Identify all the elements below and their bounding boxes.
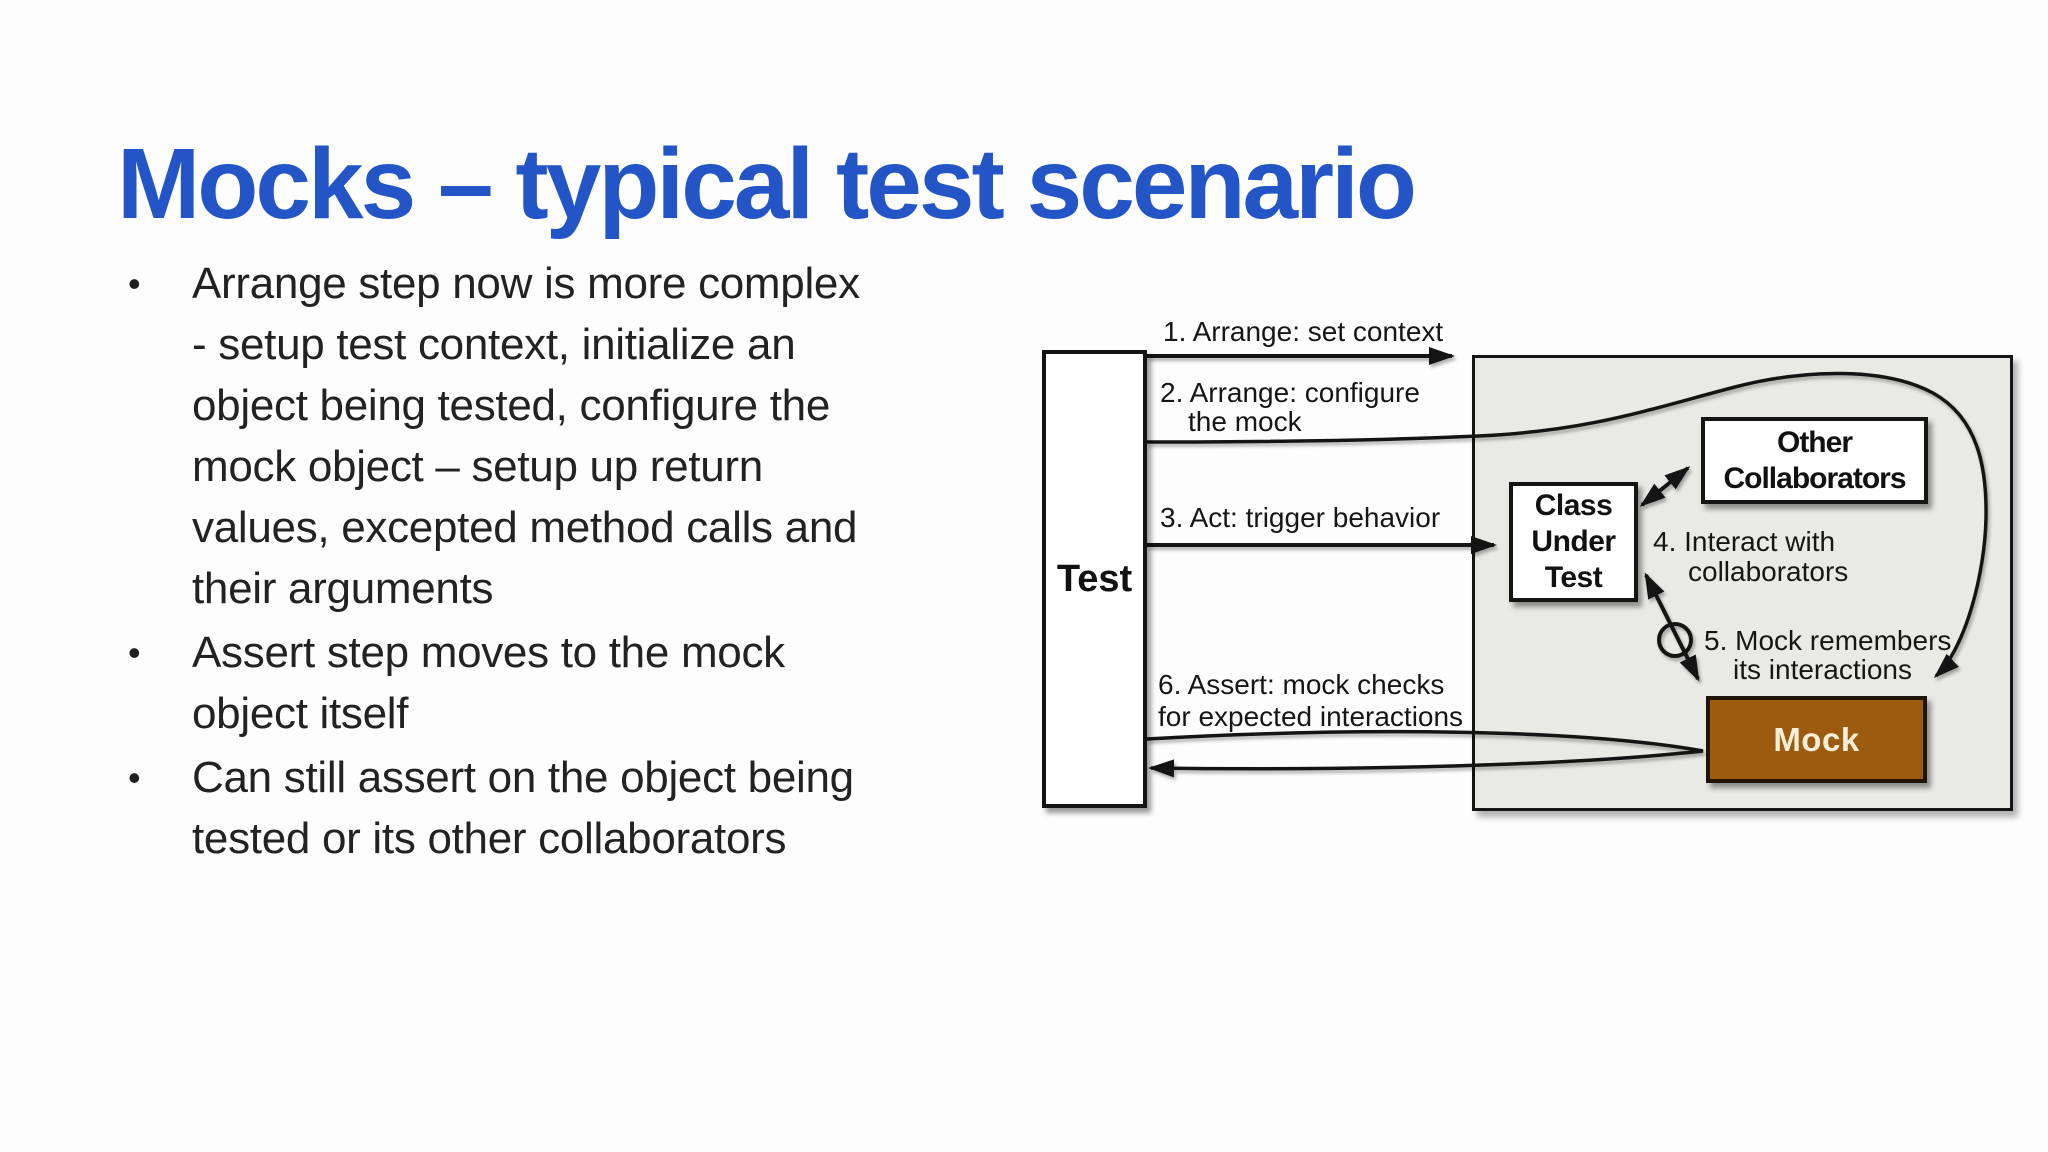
label-step1: 1. Arrange: set context bbox=[1163, 316, 1444, 347]
bullet-dot: • bbox=[128, 263, 141, 304]
page-title: Mocks – typical test scenario bbox=[117, 128, 1417, 240]
bullet-item: • Can still assert on the object being t… bbox=[128, 747, 1028, 869]
cut-label-line: Class bbox=[1534, 489, 1613, 522]
bullet-dot: • bbox=[128, 757, 141, 798]
bullet-item: • Assert step moves to the mock object i… bbox=[128, 622, 1028, 744]
class-under-test-box: Class Under Test bbox=[1509, 482, 1638, 602]
label-step6-line1: 6. Assert: mock checks bbox=[1158, 669, 1445, 700]
label-step5-line2: its interactions bbox=[1733, 654, 1912, 685]
label-step3: 3. Act: trigger behavior bbox=[1160, 502, 1441, 533]
bullet-list: • Arrange step now is more complex - set… bbox=[128, 253, 1028, 872]
label-step5-line1: 5. Mock remembers bbox=[1704, 625, 1952, 656]
label-step4-line1: 4. Interact with bbox=[1653, 526, 1836, 557]
cut-label-line: Under bbox=[1531, 525, 1616, 558]
label-step2-line2: the mock bbox=[1188, 406, 1302, 437]
collab-label-line: Collaborators bbox=[1723, 461, 1906, 495]
test-box: Test bbox=[1042, 350, 1147, 808]
cut-label-line: Test bbox=[1544, 561, 1603, 594]
mock-box-label: Mock bbox=[1773, 720, 1860, 758]
label-step6-line2: for expected interactions bbox=[1158, 701, 1464, 732]
bullet-dot: • bbox=[128, 632, 141, 673]
mock-box: Mock bbox=[1706, 696, 1927, 783]
collab-label-line: Other bbox=[1776, 425, 1853, 459]
test-box-label: Test bbox=[1056, 557, 1133, 600]
bullet-item: • Arrange step now is more complex - set… bbox=[128, 253, 1028, 619]
bullet-text-can-still-assert: Can still assert on the object being tes… bbox=[192, 753, 854, 863]
label-step2-line1: 2. Arrange: configure bbox=[1160, 377, 1420, 408]
bullet-text-assert: Assert step moves to the mock object its… bbox=[192, 628, 785, 738]
other-collaborators-box: Other Collaborators bbox=[1701, 417, 1928, 504]
bullet-text-arrange: Arrange step now is more complex - setup… bbox=[192, 259, 860, 613]
label-step4-line2: collaborators bbox=[1688, 556, 1849, 587]
